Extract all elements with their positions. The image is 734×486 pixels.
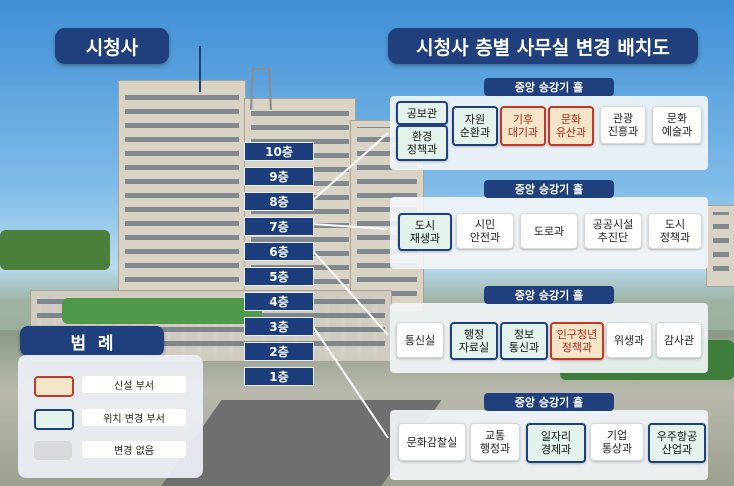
- legend-label-unchanged: 변경 없음: [82, 441, 186, 458]
- room-8f-4: 기후 대기과: [500, 106, 546, 146]
- floor-label-3: 3층: [244, 317, 314, 336]
- elevator-hall-label: 중앙 승강기 홀: [484, 78, 614, 96]
- connector-7f: [311, 223, 389, 230]
- room-8f-7: 문화 예술과: [652, 106, 702, 144]
- room-8f-6: 관광 진흥과: [600, 106, 646, 144]
- legend-box: 신설 부서 위치 변경 부서 변경 없음: [18, 355, 203, 478]
- room-3f-1: 문화감찰실: [398, 423, 466, 461]
- connector-6f: [311, 249, 389, 336]
- room-6f-1: 통신실: [396, 322, 444, 358]
- room-6f-2: 행정 자료실: [450, 322, 498, 360]
- room-6f-6: 감사관: [656, 322, 702, 358]
- floor-label-1: 1층: [244, 367, 314, 386]
- elevator-hall-label: 중앙 승강기 홀: [484, 180, 614, 198]
- floor-label-4: 4층: [244, 292, 314, 311]
- floor-label-9: 9층: [244, 167, 314, 186]
- room-6f-5: 위생과: [606, 322, 652, 358]
- floor-label-8: 8층: [244, 192, 314, 211]
- legend-swatch-unchanged: [34, 441, 72, 460]
- room-7f-3: 도로과: [520, 213, 578, 249]
- connector-3f: [311, 324, 389, 439]
- room-3f-5: 우주항공 산업과: [648, 423, 706, 463]
- room-7f-2: 시민 안전과: [456, 213, 514, 249]
- room-6f-3: 정보 통신과: [500, 322, 548, 360]
- room-8f-5: 문화 유산과: [548, 106, 594, 146]
- elevator-hall-label: 중앙 승강기 홀: [484, 286, 614, 304]
- room-7f-1: 도시 재생과: [398, 213, 452, 251]
- page-title-badge: 시청사 층별 사무실 변경 배치도: [388, 28, 698, 64]
- room-3f-4: 기업 통상과: [590, 423, 644, 461]
- room-7f-5: 도시 정책과: [648, 213, 702, 249]
- legend-title: 범 례: [70, 333, 114, 354]
- room-8f-3: 자원 순환과: [452, 106, 498, 146]
- room-8f-2: 환경 정책과: [396, 125, 448, 161]
- legend-label-moved: 위치 변경 부서: [82, 409, 186, 426]
- building-title: 시청사: [85, 36, 139, 59]
- legend-label-new: 신설 부서: [82, 376, 186, 393]
- elevator-hall-label: 중앙 승강기 홀: [484, 393, 614, 411]
- floor-label-7: 7층: [244, 217, 314, 236]
- floor-label-10: 10층: [244, 142, 314, 161]
- rooftop-garden: [62, 298, 262, 324]
- legend-swatch-moved: [34, 409, 74, 430]
- room-7f-4: 공공시설 추진단: [584, 213, 642, 249]
- page-title: 시청사 층별 사무실 변경 배치도: [416, 36, 670, 59]
- floor-label-6: 6층: [244, 242, 314, 261]
- building-title-badge: 시청사: [55, 28, 169, 64]
- hillside-trees: [0, 230, 110, 270]
- room-3f-3: 일자리 경제과: [526, 423, 586, 463]
- room-3f-2: 교통 행정과: [470, 423, 520, 461]
- legend-title-badge: 범 례: [20, 326, 164, 356]
- room-8f-1: 공보관: [396, 101, 448, 125]
- floor-label-5: 5층: [244, 267, 314, 286]
- legend-swatch-new: [34, 376, 74, 397]
- connector-8f: [311, 132, 389, 202]
- floor-label-2: 2층: [244, 342, 314, 361]
- room-6f-4: 인구청년 정책과: [550, 322, 604, 360]
